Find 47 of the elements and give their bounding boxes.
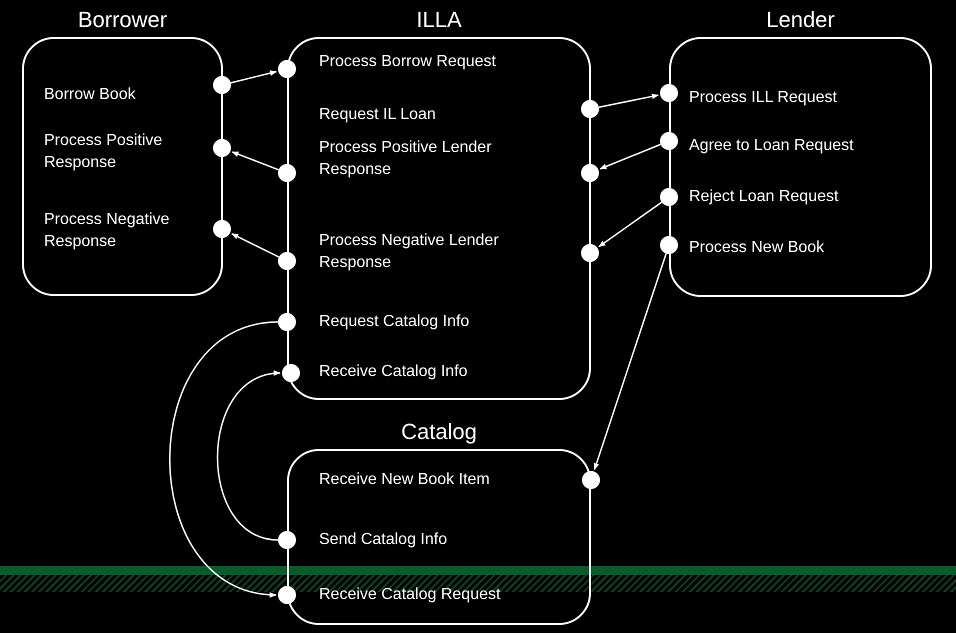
activity-label: Receive Catalog Request [319, 585, 500, 605]
arrow [231, 233, 280, 258]
activity-label: Process New Book [689, 238, 824, 258]
port-dot [278, 252, 296, 270]
activity-label: Request IL Loan [319, 105, 436, 125]
port-dot [213, 139, 231, 157]
arrow [216, 371, 281, 541]
arrow [598, 202, 662, 248]
lane-heading: Catalog [400, 418, 478, 446]
port-dot [660, 236, 678, 254]
activity-label: Process Positive Lender Response [319, 138, 493, 180]
port-dot [213, 220, 231, 238]
port-dot [278, 313, 296, 331]
activity-label: Process Borrow Request [319, 52, 496, 72]
arrow [232, 151, 279, 170]
activity-label: Reject Loan Request [689, 187, 838, 207]
port-dot [660, 132, 678, 150]
port-dot [582, 471, 600, 489]
activity-label: Agree to Loan Request [689, 136, 854, 156]
arrow [594, 253, 667, 470]
activity-label: Request Catalog Info [319, 312, 470, 332]
lane-heading: Borrower [76, 6, 168, 34]
activity-label: Borrow Book [44, 85, 136, 105]
activity-label: Process Negative Lender Response [319, 231, 500, 273]
lane-heading: Lender [765, 6, 836, 34]
lane-heading: ILLA [415, 6, 463, 34]
activity-label: Send Catalog Info [319, 530, 448, 550]
port-dot [660, 188, 678, 206]
activity-label: Process Negative Response [44, 210, 170, 252]
port-dot [581, 164, 599, 182]
port-dot [282, 364, 300, 382]
activity-label: Receive New Book Item [319, 470, 490, 490]
arrow [600, 144, 661, 170]
port-dot [660, 84, 678, 102]
activity-label: Receive Catalog Info [319, 362, 468, 382]
arrow [230, 70, 277, 84]
port-dot [278, 164, 296, 182]
arrow [169, 321, 278, 597]
port-dot [278, 586, 296, 604]
port-dot [278, 60, 296, 78]
port-dot [581, 100, 599, 118]
port-dot [213, 76, 231, 94]
activity-label: Process ILL Request [689, 88, 837, 108]
arrow [598, 94, 659, 108]
activity-label: Process Positive Response [44, 131, 164, 173]
port-dot [581, 244, 599, 262]
port-dot [278, 531, 296, 549]
